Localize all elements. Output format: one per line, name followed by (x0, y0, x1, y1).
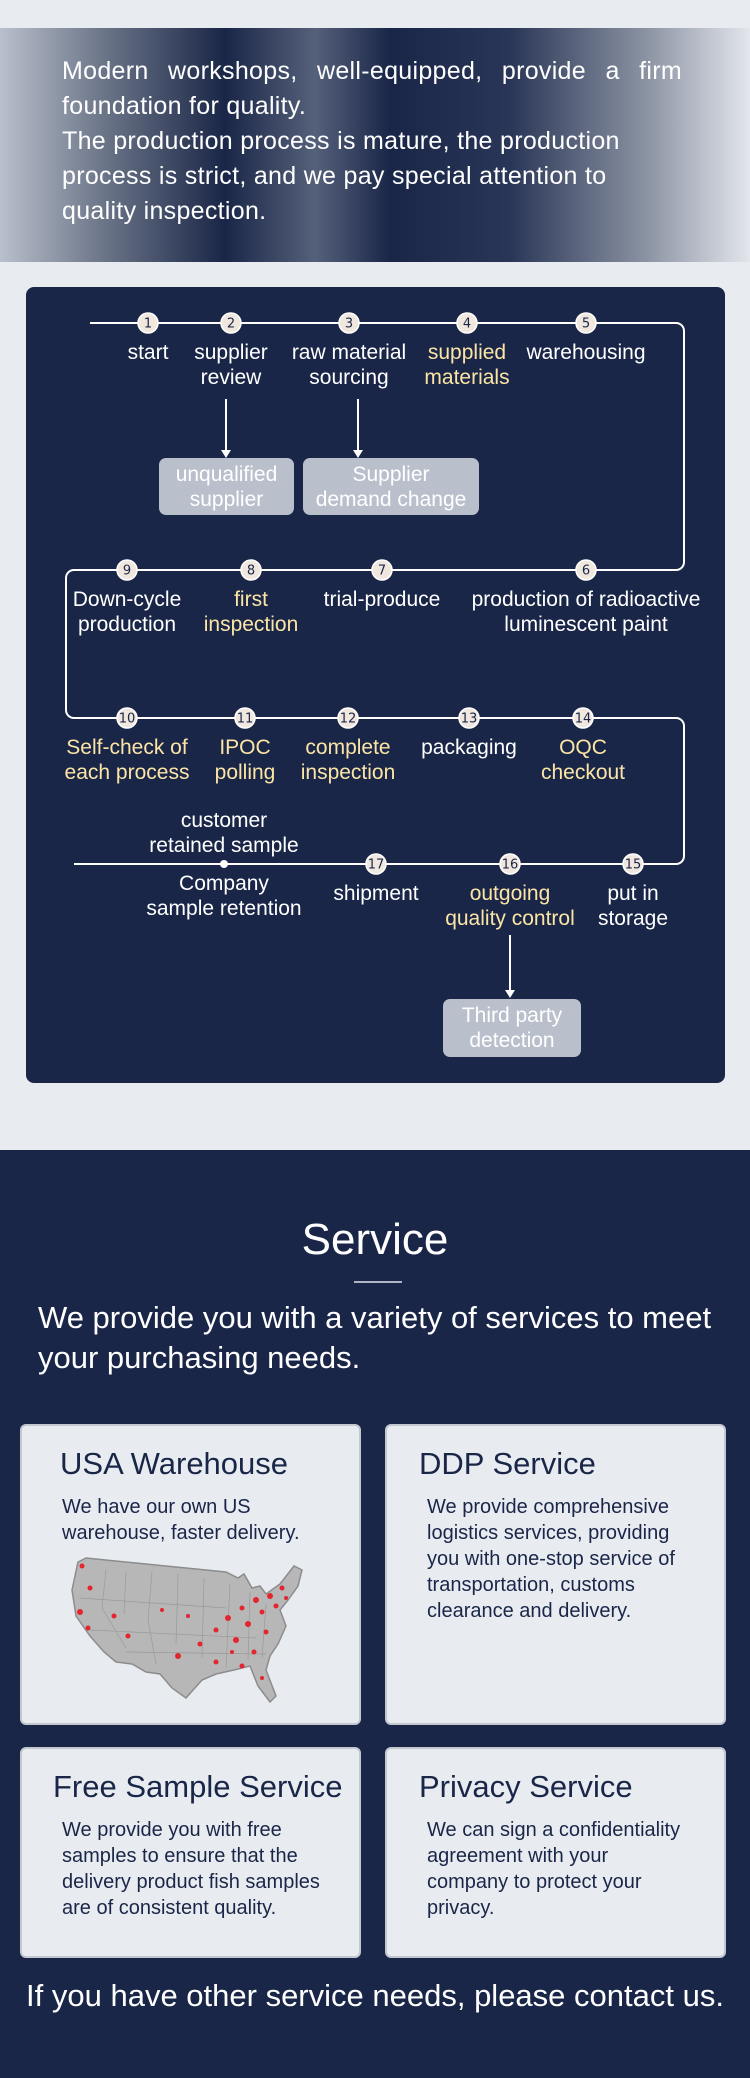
step-number: 5 (582, 317, 590, 332)
step-label: shipment (333, 882, 419, 905)
card-title: DDP Service (419, 1446, 596, 1481)
step-node: 13 (458, 707, 480, 729)
card-free-sample-service: Free Sample Service We provide you with … (20, 1747, 361, 1958)
step-number: 2 (227, 317, 235, 332)
step-number: 17 (368, 858, 385, 873)
step-number: 16 (502, 858, 519, 873)
step-number: 1 (144, 317, 152, 332)
card-title: Privacy Service (419, 1769, 633, 1804)
card-title: USA Warehouse (60, 1446, 289, 1481)
intro-banner (0, 28, 750, 262)
step-number: 14 (575, 712, 592, 727)
step-node: 11 (234, 707, 256, 729)
card-title: Free Sample Service (53, 1769, 343, 1804)
card-usa-warehouse: USA Warehouse We have our own US warehou… (20, 1424, 361, 1725)
step-number: 7 (378, 564, 386, 579)
step-node: 2 (220, 312, 242, 334)
card-text: We have our own US warehouse, faster del… (62, 1496, 300, 1544)
step-node: 3 (338, 312, 360, 334)
step-node: 8 (240, 559, 262, 581)
step-number: 11 (237, 712, 254, 727)
step-number: 12 (340, 712, 357, 727)
intro-text: Modern workshops, well-equipped, provide… (62, 54, 682, 229)
step-node: 7 (371, 559, 393, 581)
step-label: trial-produce (323, 588, 441, 611)
step-number: 9 (123, 564, 131, 579)
contact-footer: If you have other service needs, please … (26, 1978, 724, 2013)
intro-paragraph-1: Modern workshops, well-equipped, provide… (62, 57, 682, 120)
service-title: Service (301, 1215, 449, 1264)
step-node: 16 (499, 853, 521, 875)
step-label: packaging (421, 736, 517, 759)
step-node: 10 (116, 707, 138, 729)
step-label: start (127, 341, 169, 364)
step-node: 15 (622, 853, 644, 875)
step-number: 13 (461, 712, 478, 727)
card-ddp-service: DDP Service We provide comprehensive log… (385, 1424, 726, 1725)
step-number: 15 (625, 858, 642, 873)
step-node: 6 (575, 559, 597, 581)
step-number: 6 (582, 564, 590, 579)
title-divider (354, 1281, 402, 1283)
card-text: We provide you with free samples to ensu… (62, 1819, 320, 1919)
service-subtitle: We provide you with a variety of service… (38, 1300, 712, 1375)
card-text: We provide comprehensive logistics servi… (427, 1496, 675, 1622)
us-map-image (71, 1557, 303, 1704)
step-node: 17 (365, 853, 387, 875)
step-node: 9 (116, 559, 138, 581)
step-node: 4 (456, 312, 478, 334)
step-node: 14 (572, 707, 594, 729)
step-node: 12 (337, 707, 359, 729)
step-node: 1 (137, 312, 159, 334)
card-privacy-service: Privacy Service We can sign a confidenti… (385, 1747, 726, 1958)
step-node: 5 (575, 312, 597, 334)
step-number: 3 (345, 317, 353, 332)
process-flow-panel (26, 287, 725, 1083)
intro-paragraph-2: The production process is mature, the pr… (62, 127, 620, 225)
step-number: 4 (463, 317, 471, 332)
step-label: warehousing (526, 341, 646, 364)
step-number: 8 (247, 564, 255, 579)
card-text: We can sign a confidentiality agreement … (427, 1819, 681, 1919)
step-number: 10 (119, 712, 136, 727)
